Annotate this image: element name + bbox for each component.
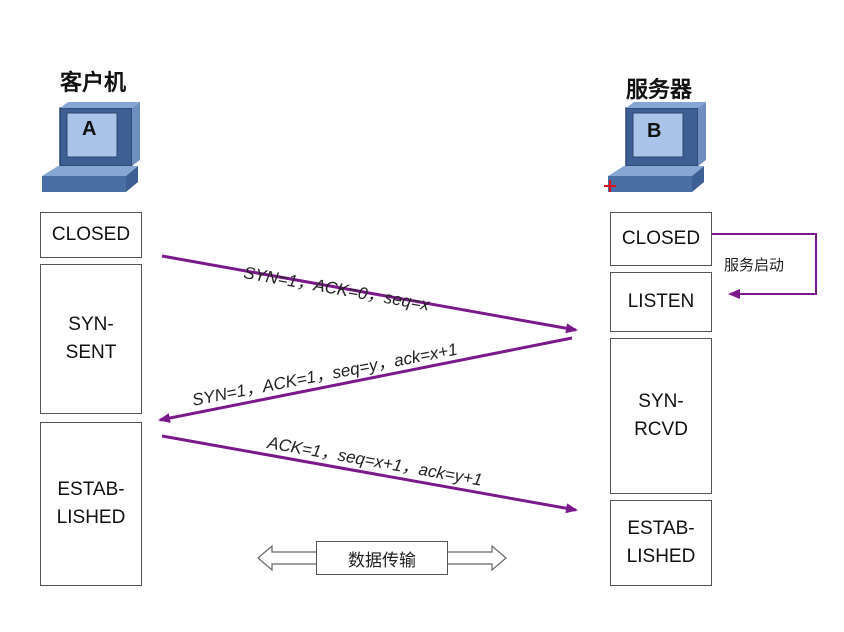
- server-icon-letter: B: [647, 120, 662, 142]
- computer-icon-a: [42, 102, 140, 192]
- server-state-established: ESTAB- LISHED: [610, 500, 712, 586]
- server-state-syn-rcvd: SYN- RCVD: [610, 338, 712, 494]
- arrow-server-start: [712, 233, 817, 299]
- client-state-closed: CLOSED: [40, 212, 142, 258]
- server-title: 服务器: [626, 78, 693, 103]
- arrow-syn-ack: [158, 336, 573, 423]
- arrow-syn: [161, 254, 578, 334]
- server-state-closed: CLOSED: [610, 212, 712, 266]
- server-start-note: 服务启动: [724, 256, 785, 274]
- client-title: 客户机: [60, 71, 127, 96]
- computer-icon-b: [604, 102, 706, 192]
- arrow-ack: [161, 434, 578, 514]
- server-state-listen: LISTEN: [610, 272, 712, 332]
- client-state-syn-sent: SYN- SENT: [40, 264, 142, 414]
- client-state-established: ESTAB- LISHED: [40, 422, 142, 586]
- client-icon-letter: A: [82, 118, 97, 140]
- data-transfer-label: 数据传输: [316, 541, 448, 575]
